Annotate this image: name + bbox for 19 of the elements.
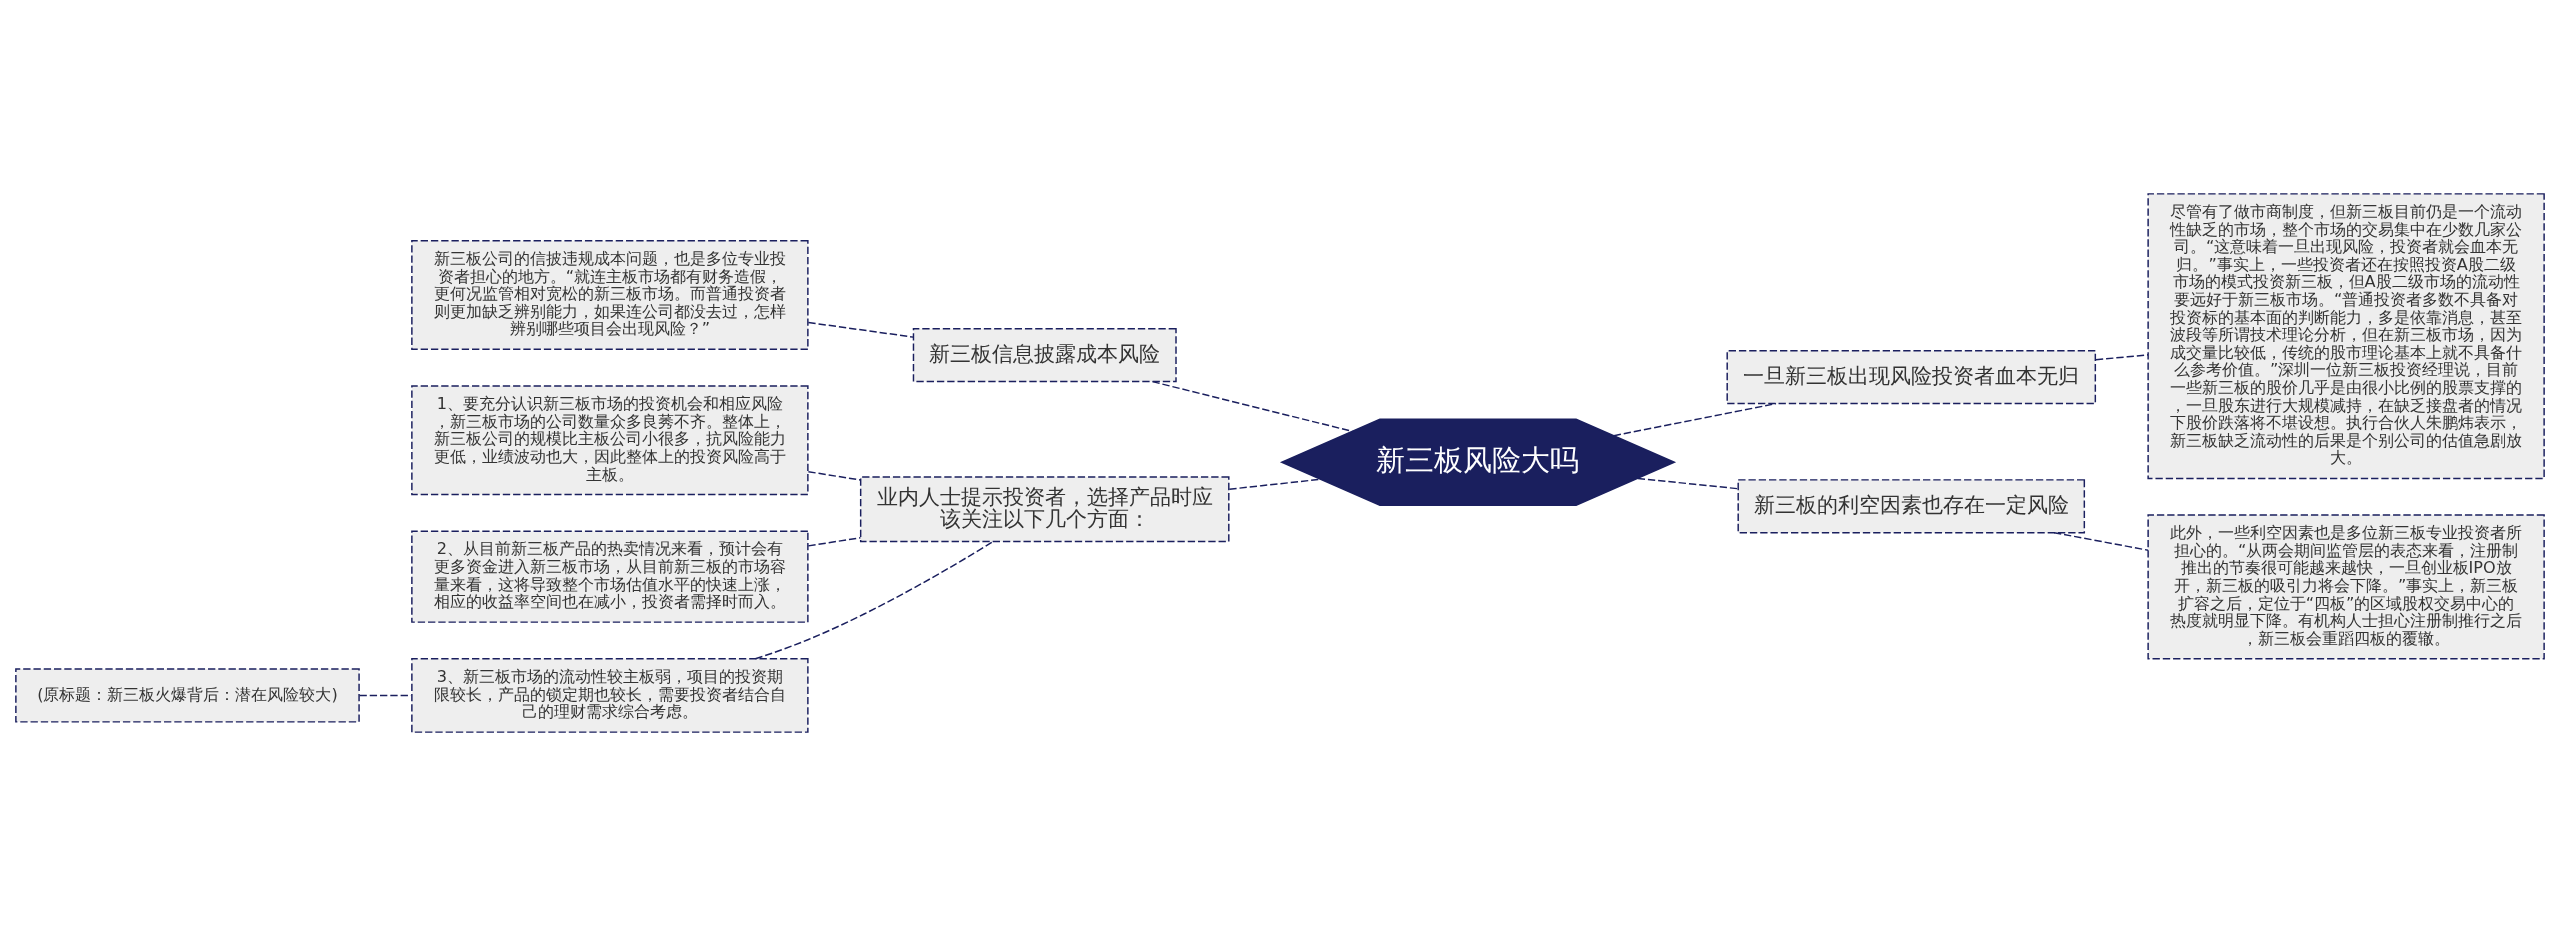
connector — [807, 537, 862, 547]
connector — [2053, 531, 2149, 551]
connector — [1637, 477, 1739, 490]
node-box: 新三板信息披露成本风险 — [912, 328, 1177, 383]
node-box: 新三板的利空因素也存在一定风险 — [1737, 479, 2086, 534]
node-box: 新三板公司的信披违规成本问题，也是多位专业投资者担心的地方。“就连主板市场都有财务造假，更何况监管相对宽松的新三板市场。而普通投资者则更加缺乏辨别能力，如果连公司都没去过，怎样辨别哪些项目会出现风险？” — [411, 240, 809, 351]
connector — [1613, 402, 1777, 437]
node-box: 1、要充分认识新三板市场的投资机会和相应风险，新三板市场的公司数量众多良莠不齐。整体上，新三板公司的规模比主板公司小很多，抗风险能力更低，业绩波动也大，因此整体上的投资风险高于主板。 — [411, 385, 809, 496]
connector — [2095, 354, 2149, 361]
node-box: 此外，一些利空因素也是多位新三板专业投资者所担心的。“从两会期间监管层的表态来看，注册制推出的节奏很可能越来越快，一旦创业板IPO放开，新三板的吸引力将会下降。”事实上，新三板扩容之后，定位于“四板”的区域股权交易中心的热度就明显下降。有机构人士担心注册制推行之后，新三板会重蹈四板的覆辙。 — [2147, 514, 2545, 660]
node-box: (原标题：新三板火爆背后：潜在风险较大) — [15, 668, 360, 723]
node-box: 业内人士提示投资者，选择产品时应该关注以下几个方面： — [859, 476, 1230, 543]
connector — [1228, 478, 1321, 490]
node-box: 2、从目前新三板产品的热卖情况来看，预计会有更多资金进入新三板市场，从目前新三板的市场容量来看，这将导致整个市场估值水平的快速上涨，相应的收益率空间也在减小，投资者需择时而入。 — [411, 530, 809, 623]
connector — [807, 321, 915, 338]
node-box: 尽管有了做市商制度，但新三板目前仍是一个流动性缺乏的市场，整个市场的交易集中在少数几家公司。“这意味着一旦出现风险，投资者就会血本无归。”事实上，一些投资者还在按照投资A股二级市场的模式投资新三板，但A股二级市场的流动性要远好于新三板市场。“普通投资者多数不具备对投资标的基本面的判断能力，多是依靠消息，甚至波段等所谓技术理论分析，但在新三板市场，因为成交量比较低，传统的股市理论基本上就不具备什么参考价值。”深圳一位新三板投资经理说，目前一些新三板的股价几乎是由很小比例的股票支撑的，一旦股东进行大规模减持，在缺乏接盘者的情况下股价跌落将不堪设想。执行合伙人朱鹏炜表示，新三板缺乏流动性的后果是个别公司的估值急剧放大。 — [2147, 193, 2545, 480]
connector — [807, 470, 862, 481]
node-box: 一旦新三板出现风险投资者血本无归 — [1726, 350, 2097, 405]
node-box: 3、新三板市场的流动性较主板弱，项目的投资期限较长，产品的锁定期也较长，需要投资者结合自己的理财需求综合考虑。 — [411, 658, 809, 733]
